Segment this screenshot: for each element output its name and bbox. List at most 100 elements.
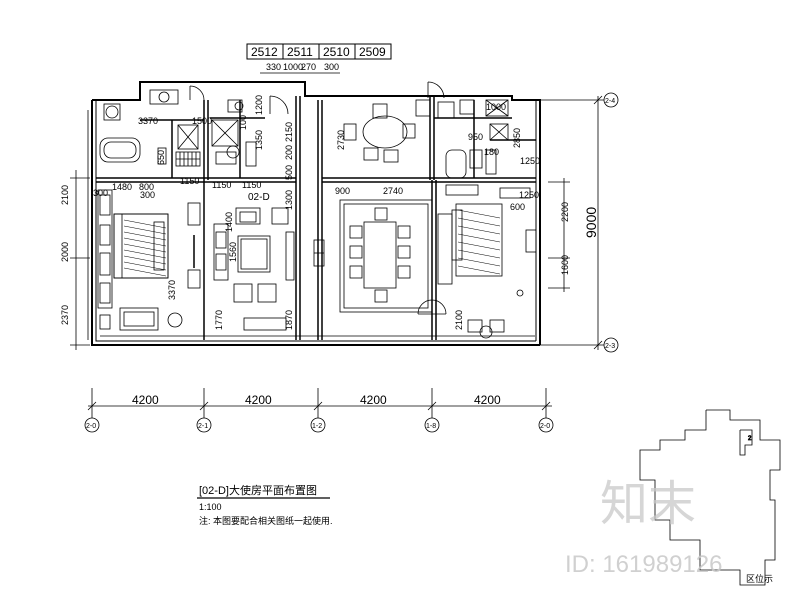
double-bed [455, 203, 503, 277]
bedroom-right [445, 184, 537, 339]
corridor [313, 239, 325, 267]
dim-label: 4200 [474, 393, 501, 407]
basin [105, 105, 119, 119]
axis-bubble [310, 417, 326, 433]
dim-label: 1480 [112, 182, 132, 192]
right-dimension [540, 92, 619, 353]
dim-label: 2850 [512, 128, 522, 148]
axis-bubble [603, 337, 619, 353]
dim-label: 1000 [486, 102, 506, 112]
header-box-label: 2510 [323, 45, 350, 59]
axis-bubble [538, 417, 554, 433]
bathroom-left [99, 85, 205, 167]
keyplan-label: 区位示 [746, 573, 773, 584]
dim-label: 4200 [245, 393, 272, 407]
drawing-scale: 1:100 [199, 502, 222, 512]
cabinet [245, 141, 257, 167]
dim-label: 2740 [383, 186, 403, 196]
dim-label: 650 [156, 150, 166, 165]
watermark-id: ID: 161989126 [565, 551, 722, 578]
meeting-table-oval [362, 115, 408, 149]
dim-label: 300 [140, 190, 155, 200]
dim-label: 2370 [60, 305, 70, 325]
dim-label: 1150 [242, 180, 261, 190]
dim-label: 180 [484, 147, 499, 157]
dim-label: 3370 [138, 116, 158, 126]
dining-room [339, 199, 453, 315]
inner-dimensions: 1480 800 300 300 1150 1150 1150 3370 337… [93, 95, 570, 330]
cabinet [243, 317, 287, 331]
dim-label: 1870 [284, 310, 294, 330]
overall-dim-label: 9000 [583, 207, 599, 238]
outer-walls [87, 81, 541, 346]
dim-label: 1560 [228, 242, 238, 262]
sofa-chair [119, 307, 159, 331]
sink [437, 101, 455, 119]
header-box-label: 2511 [287, 45, 313, 59]
shower [445, 149, 467, 179]
dim-label: 2000 [60, 242, 70, 262]
dim-label: 1150 [212, 180, 231, 190]
dim-label: 1250 [519, 190, 539, 200]
armchair [235, 207, 261, 225]
axis-bubble [603, 92, 619, 108]
left-dimension [70, 170, 90, 350]
dim-label: 600 [510, 202, 525, 212]
header-box-group [246, 43, 392, 60]
dim-label: 2150 [284, 122, 294, 142]
dim-label: 300 [93, 188, 108, 198]
svg-text:2: 2 [748, 436, 752, 442]
axis-label: 1-2 [312, 423, 322, 430]
carpet [339, 199, 433, 313]
dim-label: 1300 [284, 190, 294, 210]
bottom-axis [84, 388, 554, 433]
room-label: 02-D [248, 192, 270, 203]
header-box-4 [354, 43, 392, 60]
bedroom-left [97, 189, 201, 331]
axis-label: 2-0 [86, 423, 96, 430]
sofa [213, 223, 229, 281]
drawing-title: [02-D]大使房平面布置图 [199, 483, 317, 497]
dim-label: 900 [335, 186, 350, 196]
wardrobe [97, 189, 113, 309]
dim-label: 500 [284, 165, 294, 180]
sink-counter [149, 89, 179, 105]
axis-label: 2-3 [605, 343, 615, 350]
dim-label: 2100 [60, 185, 70, 205]
key-plan: 2 [639, 409, 781, 586]
dim-label: 1500 [192, 116, 212, 126]
dim-label: 1000 [283, 62, 303, 72]
dim-label: 300 [324, 62, 339, 72]
watermark-brand: 知末 [600, 478, 696, 531]
drawing-note: 注: 本图要配合相关图纸一起使用. [199, 515, 333, 526]
dim-label: 200 [284, 145, 294, 160]
dim-label: 2730 [336, 130, 346, 150]
living-room [213, 207, 295, 331]
axis-bubble [424, 417, 440, 433]
dim-label: 800 [139, 182, 154, 192]
bathtub [99, 137, 141, 163]
study-room [343, 81, 509, 179]
axis-label: 2-1 [198, 423, 208, 430]
dim-label: 100 [238, 115, 248, 130]
dim-label: 1150 [180, 176, 199, 186]
bathroom-center [211, 95, 289, 167]
dim-label: 3370 [167, 280, 177, 300]
dim-label: 1250 [520, 156, 540, 166]
axis-label: 2-0 [540, 423, 550, 430]
dim-label: 1350 [254, 130, 264, 150]
axis-label: 2-4 [605, 98, 615, 105]
dim-label: 1770 [214, 310, 224, 330]
nightstand [187, 202, 201, 226]
header-box-label: 2512 [251, 45, 278, 59]
axis-bubble [196, 417, 212, 433]
coffee-table [237, 235, 271, 273]
dim-label: 950 [468, 132, 483, 142]
dim-label: 4200 [360, 393, 387, 407]
dim-label: 1200 [254, 95, 264, 115]
dim-label: 2100 [454, 310, 464, 330]
header-box-label: 2509 [359, 45, 386, 59]
side-table [167, 312, 183, 328]
dim-label: 330 [266, 62, 281, 72]
